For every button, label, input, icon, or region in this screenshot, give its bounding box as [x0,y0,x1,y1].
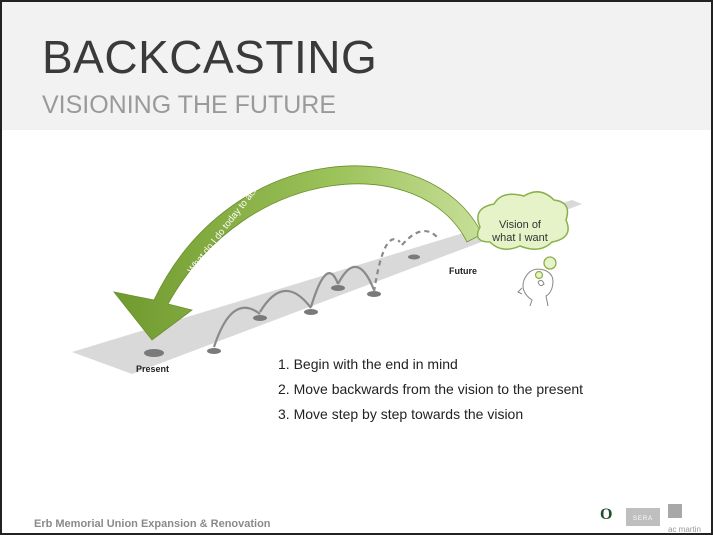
vision-thought-bubble [476,191,569,250]
uo-logo: O [600,506,612,523]
jump-arc [259,289,312,313]
thought-dot [534,270,544,280]
jump-arc [309,272,340,308]
jump-arc [212,306,261,348]
jump-arc-dashed [401,229,438,246]
thought-dot [543,256,557,270]
footprint [331,285,345,291]
footprint [304,309,318,315]
vision-text-line1: Vision of [499,219,542,231]
present-label: Present [136,364,169,374]
backcasting-diagram: What do I do today to achieve this visio… [72,142,582,374]
title-band [2,2,711,130]
ac-martin-mark [668,504,682,518]
sera-logo-box [626,508,660,526]
slide-title: BACKCASTING [42,31,378,83]
footer-text: Erb Memorial Union Expansion & Renovatio… [34,518,271,530]
head-icon [517,268,554,307]
jump-arc-dashed [372,238,401,293]
footprint [408,254,420,260]
arc-caption: What do I do today to achieve this visio… [186,142,304,276]
slide-subtitle: VISIONING THE FUTURE [42,91,337,119]
footprint [253,315,267,321]
footprint-present [144,349,164,357]
ac-martin-logo: ac martin [668,525,701,534]
timeline-path [72,200,582,374]
vision-text-line2: what I want [491,232,548,244]
sera-logo: SERA [633,516,653,522]
footprint [207,348,221,354]
jump-arc [337,265,376,291]
backcasting-arc-arrow [113,165,483,341]
steps-list: 1. Begin with the end in mind 2. Move ba… [278,354,583,429]
future-label: Future [449,266,477,276]
partner-logos: O SERA ac martin [600,504,701,534]
step-item: 1. Begin with the end in mind [278,356,458,372]
step-item: 2. Move backwards from the vision to the… [278,381,584,397]
footprint [367,291,381,297]
step-item: 3. Move step by step towards the vision [278,406,524,422]
